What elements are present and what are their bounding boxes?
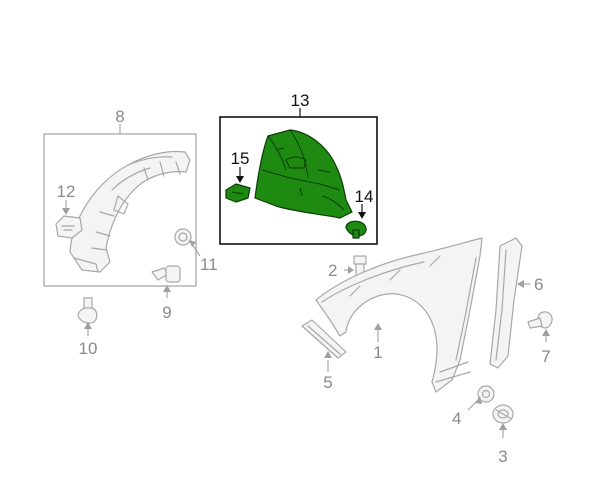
part-12-clip: 12 [55, 182, 83, 239]
part-7-clip: 7 [527, 311, 553, 366]
part-3-grommet: 3 [492, 404, 514, 466]
group-box-8: 8 12 [43, 107, 197, 287]
callout-12: 12 [57, 182, 76, 201]
part-9-push-clip: 9 [151, 265, 181, 322]
part-10-clip: 10 [77, 297, 98, 358]
callout-2: 2 [328, 261, 337, 280]
callout-15: 15 [231, 149, 250, 168]
callout-7: 7 [541, 347, 550, 366]
fender-liner-drawing [69, 150, 191, 273]
callout-10: 10 [79, 339, 98, 358]
group-frame-13 [219, 116, 378, 245]
part-14-clip: 14 [345, 187, 374, 239]
part-13-inner-liner-highlighted [254, 129, 353, 219]
part-11-grommet: 11 [174, 228, 218, 274]
part-5-strip: 5 [301, 319, 347, 392]
group-box-13: 13 15 14 [219, 91, 378, 245]
callout-14: 14 [355, 187, 374, 206]
callout-11: 11 [200, 255, 218, 274]
part-2-bolt: 2 [328, 255, 367, 280]
part-15-clip: 15 [225, 149, 251, 203]
part-6-trim: 6 [489, 237, 543, 369]
callout-9: 9 [162, 303, 171, 322]
callout-8: 8 [115, 107, 124, 126]
callout-4: 4 [452, 409, 461, 428]
part-1-front-fender: 1 [315, 237, 483, 393]
callout-3: 3 [498, 447, 507, 466]
callout-5: 5 [323, 373, 332, 392]
callout-6: 6 [534, 275, 543, 294]
callout-1: 1 [373, 343, 382, 362]
callout-13: 13 [291, 91, 310, 110]
part-4-nut: 4 [452, 385, 495, 428]
leader-11 [191, 243, 201, 257]
